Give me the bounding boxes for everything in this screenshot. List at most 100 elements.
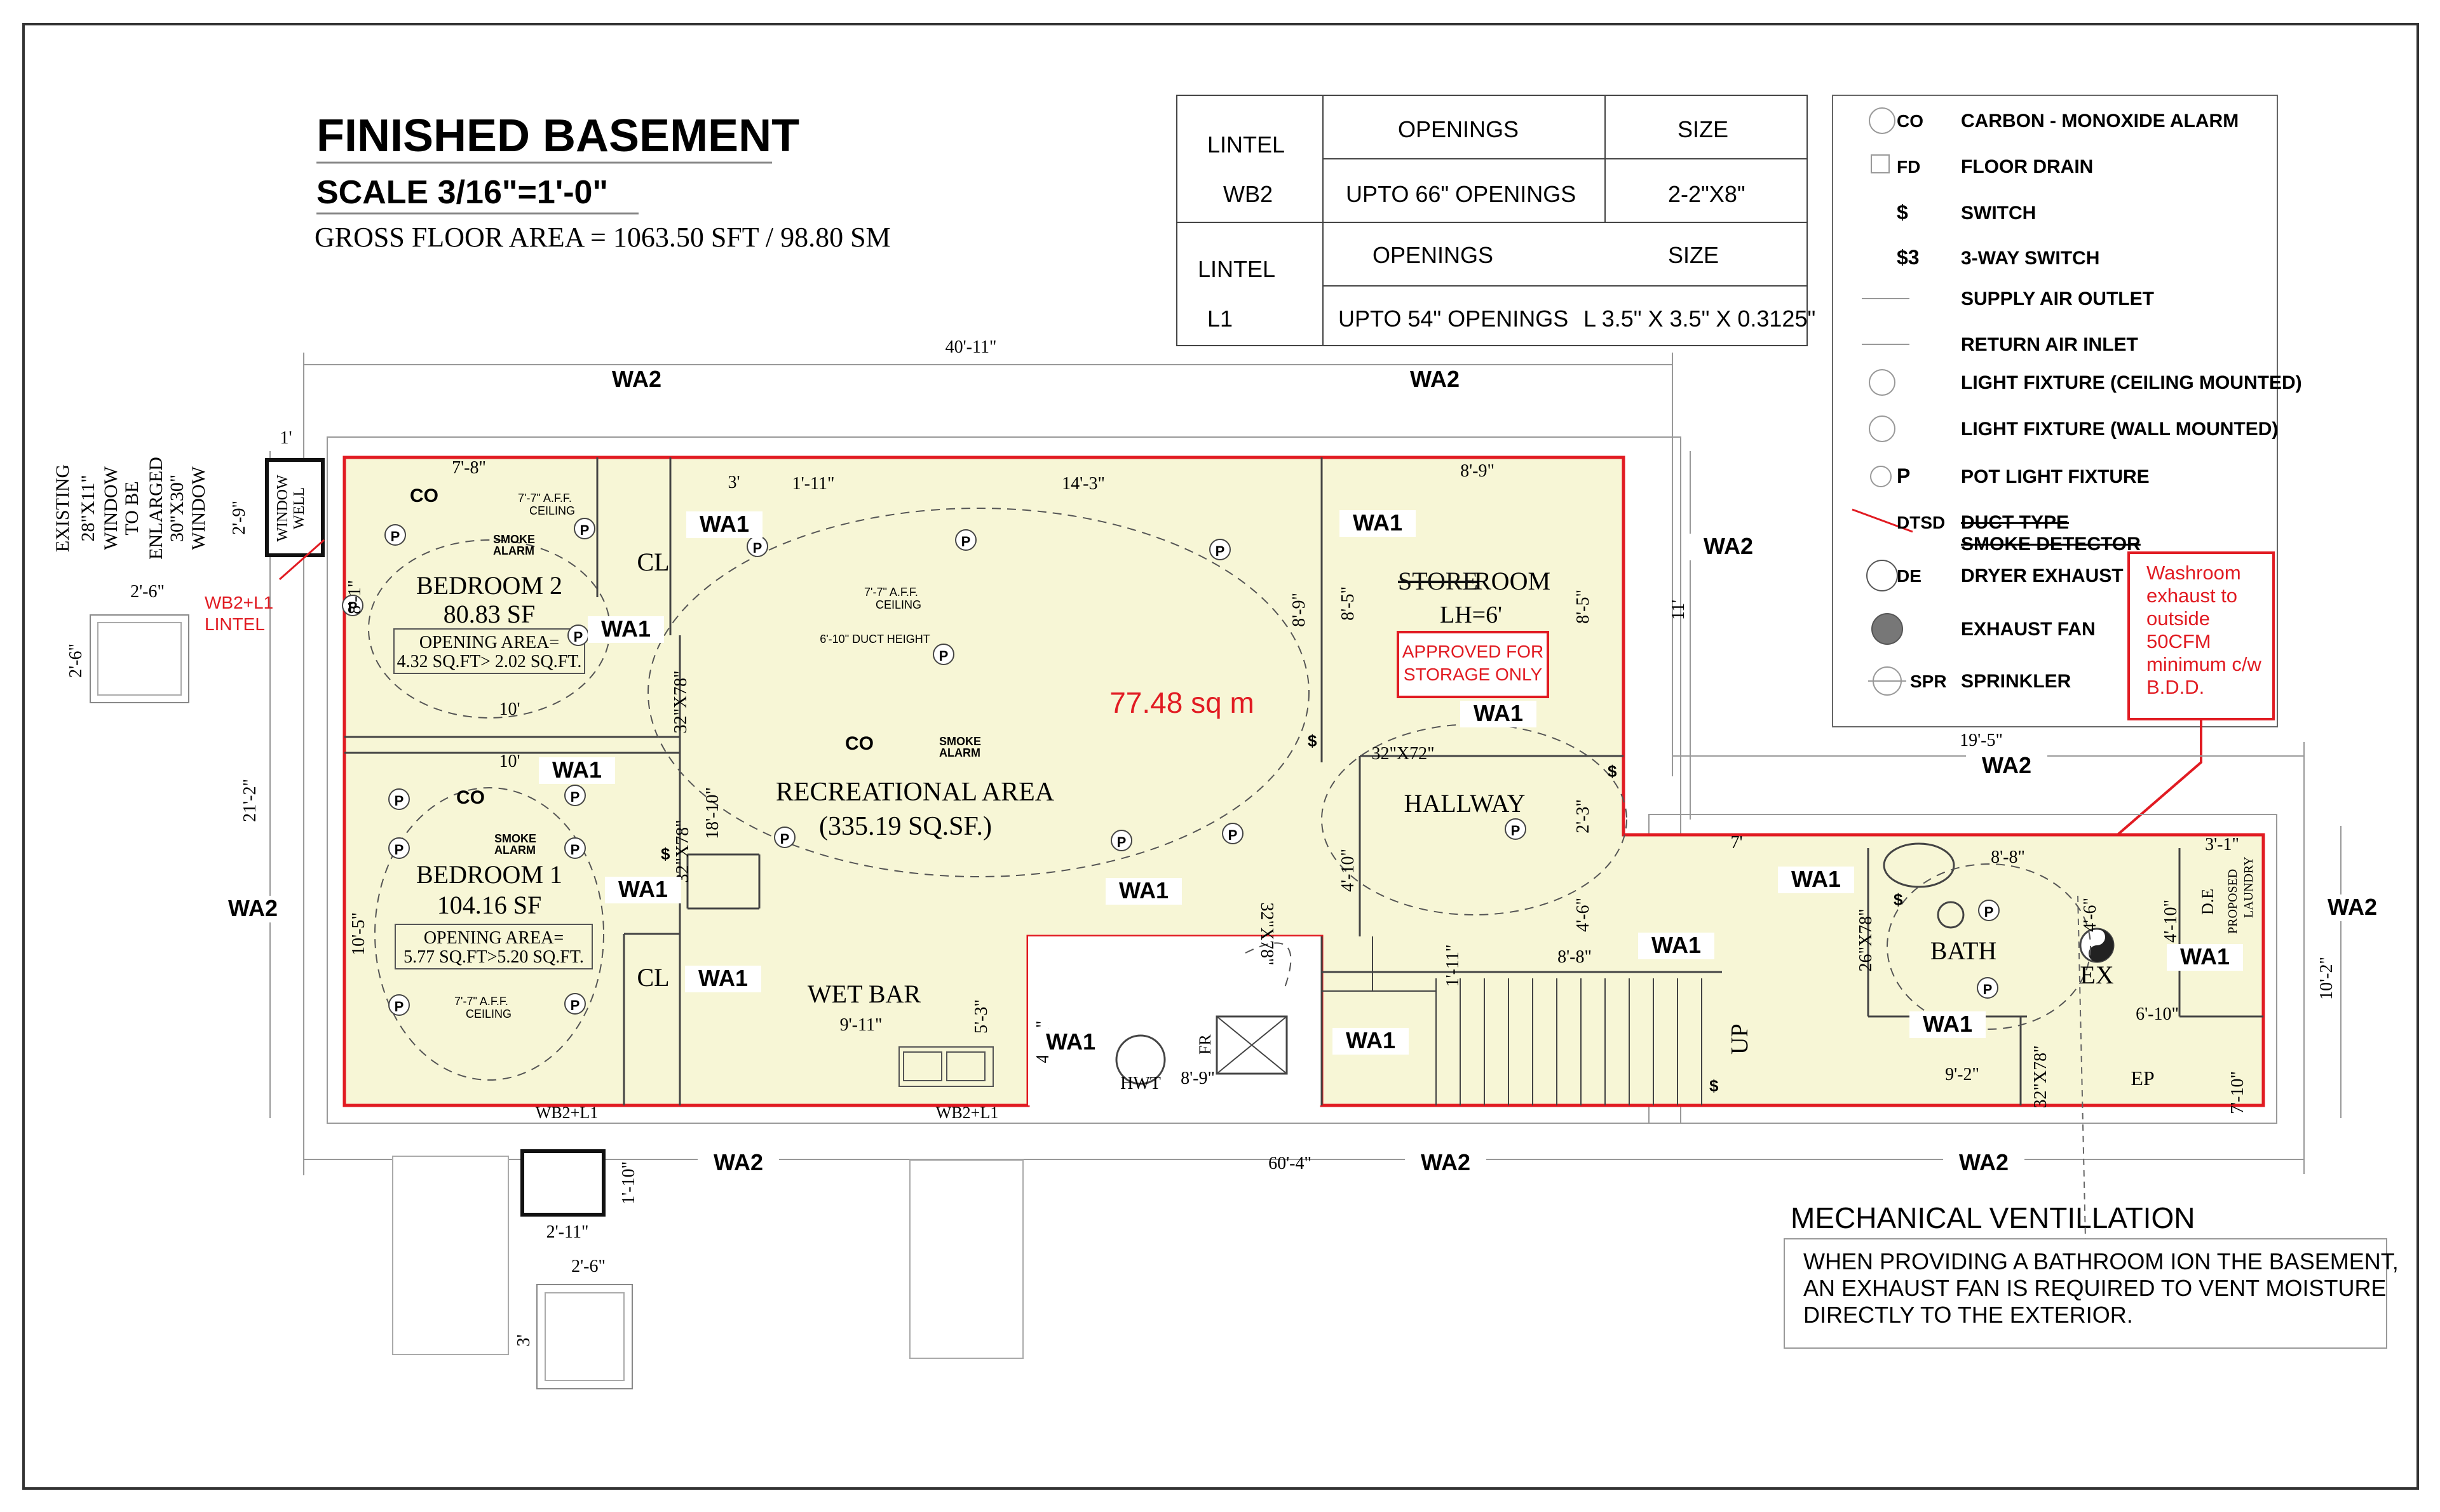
gross-floor-area: GROSS FLOOR AREA = 1063.50 SFT / 98.80 S… [315,222,891,253]
switch-icon: $ [1709,1076,1719,1095]
dimension-label: 2'-9" [229,501,249,535]
legend-code: CO [1897,111,1923,131]
wall-type-label: WA1 [698,965,748,991]
pot-light-icon: P [774,827,796,848]
dimension-label: 8'-9" [1181,1069,1215,1088]
wall-type-label: WA1 [552,757,602,783]
pot-light-label: P [1983,982,1993,997]
wall-type-tag: WA2 [212,895,294,922]
egress-depth-dim: 1'-10" [619,1161,639,1205]
dimension-label: 7'-10" [2228,1071,2247,1114]
wall-type-label: WA1 [1119,877,1169,903]
dimension-label: 32"X78" [673,820,693,882]
lighting-circuits [368,508,2091,1081]
bath-name: BATH [1930,936,1996,965]
legend-item: LIGHT FIXTURE (CEILING MOUNTED) [1869,369,2302,396]
closet-label-2: CL [637,963,669,992]
pot-light-label: P [395,793,404,809]
legend-label: DRYER EXHAUST [1961,565,2124,586]
wall-type-label: WA1 [1046,1029,1095,1055]
pot-light-icon: P [1978,900,2000,921]
dimension-label: 8'-5" [1338,586,1358,621]
openings-l1: UPTO 54" OPENINGS [1338,306,1568,332]
bath-fixtures [1883,842,2115,963]
legend-code: DE [1897,566,1922,586]
dimension-label: 10' [499,699,520,719]
pot-light-icon: P [388,994,410,1016]
wall-type-tag: WA1 [685,965,761,992]
legend-label: SMOKE DETECTOR [1961,534,2141,555]
pot-light-label: P [571,789,580,805]
wall-type-tag: WA2 [1943,1149,2024,1177]
wall-type-tag: WA1 [1909,1011,1986,1038]
legend-item: EXHAUST FAN [1871,613,2096,645]
sprinkler-icon [1868,666,1906,696]
pot-light-label: P [580,522,590,538]
pot-light-label: P [1228,827,1238,843]
size-wb2: 2-2"X8" [1668,181,1745,207]
wall-type-tag: WA1 [1106,877,1182,905]
smoke-alarm-label: SMOKE [494,832,536,845]
legend-code: $3 [1897,246,1920,269]
finished-area-red: 77.48 sq m [1109,686,1254,719]
wall-type-label: WA2 [2328,894,2377,920]
pot-light-label: P [571,842,580,858]
dimension-label: 5'-3" [972,999,991,1034]
dimension-label: 9'-2" [1945,1065,1979,1084]
co-alarm-label: CO [845,733,874,754]
window-width-dim: 2'-6" [130,582,165,602]
bedroom-2-name: BEDROOM 2 [416,571,562,600]
left-window-note-line: 30"X30" [166,475,187,542]
sheet-border [22,23,2419,1490]
pot-light-label: P [574,629,583,645]
pot-light-label: P [1216,543,1225,559]
dimension-label: 8'-5" [1573,590,1593,624]
wall-type-tag: WA1 [539,757,615,784]
sink-icon [1883,842,1955,888]
dimension-label: 4'-6" [2080,898,2100,932]
wall-type-label: WA1 [1474,700,1523,726]
smoke-alarm-label: SMOKE [493,533,535,546]
legend-code: FD [1897,157,1920,177]
dimension-label: 1'-11" [1443,945,1463,987]
dimension-label: 8'-9" [1460,461,1494,481]
co-alarm-icon [1869,107,1895,134]
recreational-area-size: (335.19 SQ.SF.) [819,812,992,841]
dimension-label: 10'-2" [2317,957,2336,1000]
size-l1: L 3.5" X 3.5" X 0.3125" [1583,306,1815,332]
pot-light-label: P [780,831,790,847]
pot-light-icon: P [567,624,589,646]
mech-vent-line-3: DIRECTLY TO THE EXTERIOR. [1803,1302,2133,1328]
legend-item: SUPPLY AIR OUTLET [1862,288,2154,309]
dimension-label: 8'-8" [1557,947,1592,967]
legend-code: DTSD [1897,513,1945,532]
pot-light-icon: P [388,788,410,810]
pot-light-icon: P [574,518,595,539]
wall-type-label: WA2 [714,1149,763,1175]
mechanical-equipment [1115,1015,1288,1085]
legend-label: SWITCH [1961,203,2036,224]
pot-light-label: P [391,529,400,544]
smoke-alarm-label: SMOKE [939,735,981,748]
dimension-label: 9'-11" [840,1015,883,1035]
wall-type-tag: WA1 [2167,943,2243,971]
wall-type-tag: WA2 [1405,1149,1486,1177]
pot-light-label: P [753,540,762,556]
left-window-note-line: WINDOW [188,466,209,550]
dimension-label: 19'-5" [1960,731,2003,750]
wet-bar-counter [898,1046,994,1087]
hwt-label: HWT [1120,1074,1161,1093]
wall-type-label: WA2 [1421,1149,1470,1175]
wall-type-label: WA1 [601,616,651,642]
dimension-label: 26"X78" [1856,908,1876,971]
floor-drain-icon [1871,154,1890,173]
wall-type-label: WA2 [612,366,661,392]
wall-type-tag: WA1 [605,876,681,903]
wall-type-label: WA2 [1410,366,1460,392]
